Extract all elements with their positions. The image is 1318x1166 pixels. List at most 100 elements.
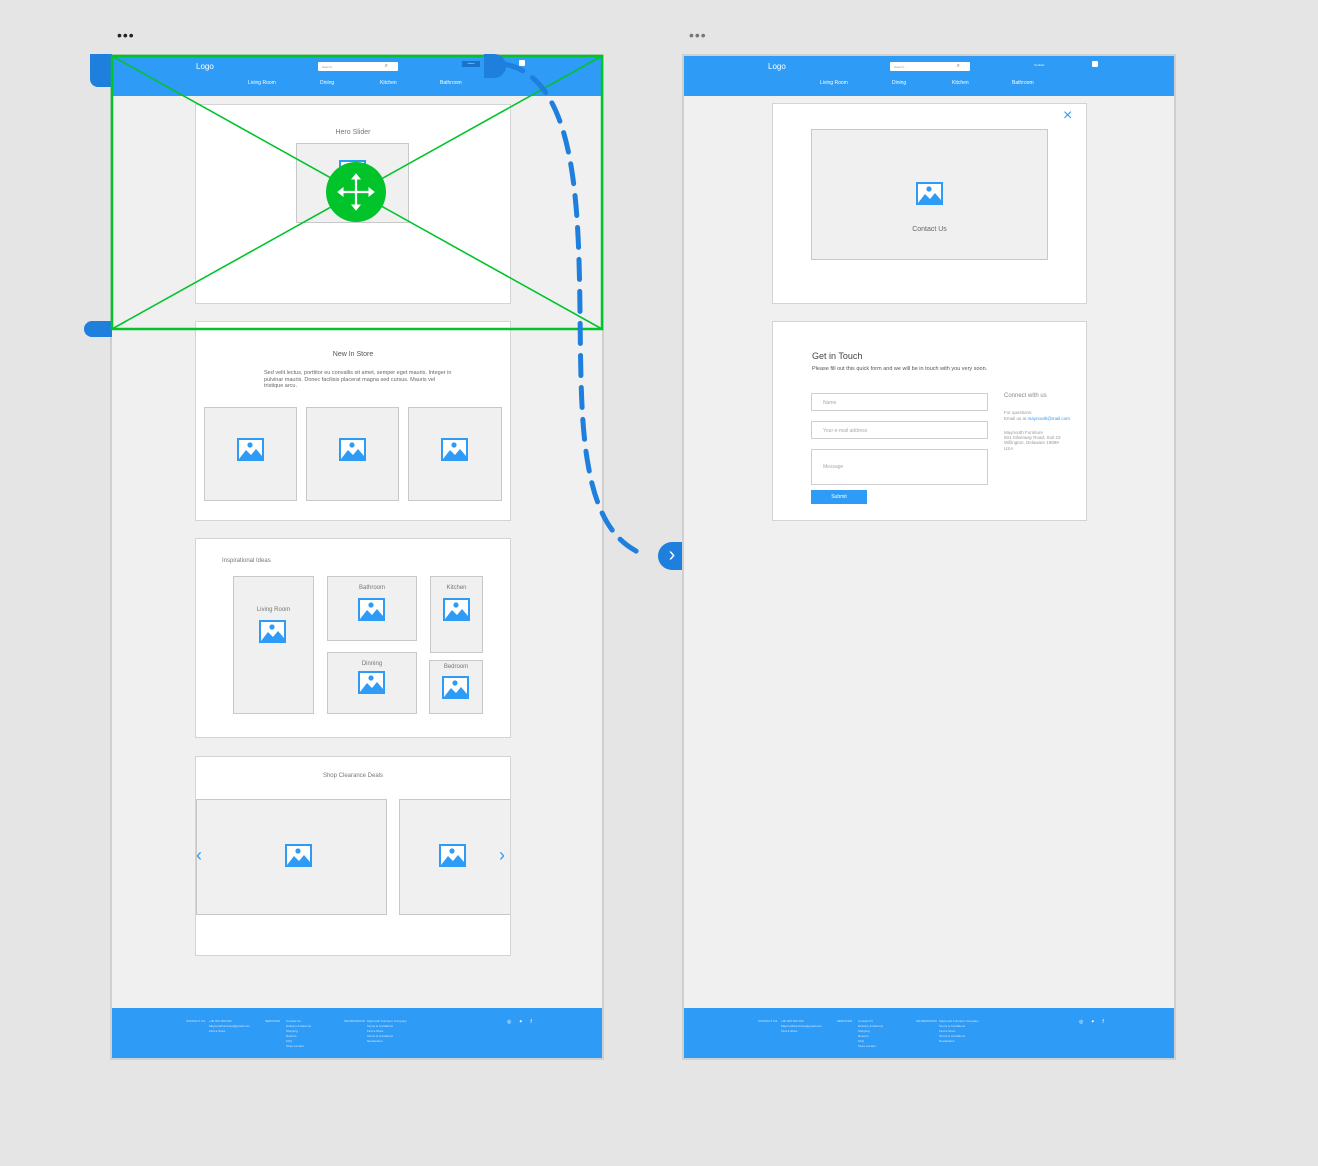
search-input[interactable]: Search... ⌕	[890, 62, 970, 71]
product-card[interactable]	[408, 407, 502, 501]
logo[interactable]: Logo	[196, 62, 214, 71]
contact-artboard[interactable]: Logo Search... ⌕ Contact Living Room Din…	[682, 54, 1176, 1060]
get-in-touch-section: Get in Touch Please fill out this quick …	[772, 321, 1087, 521]
tile-kitchen[interactable]: Kitchen	[430, 576, 483, 653]
email-prefix: Email us at	[1004, 416, 1028, 421]
image-icon	[443, 598, 470, 621]
footer-col2-title: SERVICES	[265, 1019, 281, 1023]
footer-col1-title: CONTACT US	[758, 1019, 778, 1023]
company-address: Maynooth Furniture 501 Silverway Road, S…	[1004, 430, 1061, 451]
search-input[interactable]: Search... ⌕	[318, 62, 398, 71]
search-icon[interactable]: ⌕	[384, 63, 388, 69]
nav-bathroom[interactable]: Bathroom	[1012, 80, 1034, 86]
tile-label: Bathroom	[358, 585, 385, 591]
new-in-store-title: New In Store	[332, 351, 374, 358]
frame-handle-tab[interactable]	[84, 321, 112, 337]
image-icon	[237, 438, 264, 461]
nav-dining[interactable]: Dining	[892, 80, 907, 86]
nav-bathroom[interactable]: Bathroom	[440, 80, 462, 86]
new-in-store-text: Sed velit lectus, porttitor eu convallis…	[264, 370, 452, 389]
image-icon	[339, 438, 366, 461]
name-field[interactable]: Name	[811, 393, 988, 411]
product-card[interactable]	[306, 407, 399, 501]
contact-modal: × Contact Us	[772, 103, 1087, 304]
social-icons[interactable]: ◎ ✦ f	[1079, 1019, 1107, 1025]
email-link[interactable]: maynooth@mail.com	[1027, 416, 1070, 421]
image-icon	[442, 676, 469, 699]
image-icon	[916, 182, 943, 205]
questions-label: For questions:	[1004, 410, 1033, 415]
new-in-store-section: New In Store Sed velit lectus, porttitor…	[195, 321, 511, 521]
site-footer: CONTACT US +00 000 000 000 Maynoothfurni…	[684, 1008, 1174, 1058]
inspirational-ideas-section: Inspirational Ideas Living Room Bathroom…	[195, 538, 511, 738]
deal-card[interactable]	[399, 799, 510, 915]
tile-bedroom[interactable]: Bedroom	[429, 660, 483, 714]
contact-button[interactable]: Contact	[462, 61, 480, 67]
tile-dinning[interactable]: Dinning	[327, 652, 417, 714]
footer-col1-title: CONTACT US	[186, 1019, 206, 1023]
social-icons[interactable]: ◎ ✦ f	[507, 1019, 535, 1025]
image-icon	[358, 598, 385, 621]
artboard-menu-dots[interactable]: •••	[117, 27, 135, 43]
chevron-left-icon[interactable]: ‹	[196, 845, 202, 865]
site-header: Logo Search... ⌕ Contact Living Room Din…	[112, 56, 602, 96]
product-card[interactable]	[204, 407, 297, 501]
image-icon	[259, 620, 286, 643]
close-icon[interactable]: ×	[1063, 107, 1073, 124]
footer-col2-links[interactable]: Contact Us Delivery & Returns Shipping R…	[286, 1019, 312, 1048]
nav-dining[interactable]: Dining	[320, 80, 335, 86]
footer-col1-links[interactable]: +00 000 000 000 Maynoothfurniture@gmail.…	[209, 1019, 250, 1033]
tile-label: Bedroom	[443, 664, 469, 670]
nav-kitchen[interactable]: Kitchen	[952, 80, 969, 86]
tile-label: Living Room	[256, 607, 291, 613]
message-field[interactable]: Message	[811, 449, 988, 485]
clearance-deals-section: Shop Clearance Deals ‹ ›	[195, 756, 511, 956]
footer-col3-title: INFORMATION	[916, 1019, 937, 1023]
logo[interactable]: Logo	[768, 62, 786, 71]
clearance-title: Shop Clearance Deals	[322, 773, 384, 779]
move-icon	[337, 173, 375, 211]
search-icon[interactable]: ⌕	[956, 63, 960, 69]
image-icon	[439, 844, 466, 867]
artboard-menu-dots[interactable]: •••	[689, 27, 707, 43]
move-handle[interactable]	[326, 162, 386, 222]
image-icon	[285, 844, 312, 867]
contact-image-placeholder: Contact Us	[811, 129, 1048, 260]
submit-button[interactable]: Submit	[811, 490, 867, 504]
search-placeholder: Search...	[322, 65, 335, 69]
nav-living-room[interactable]: Living Room	[820, 80, 848, 86]
site-header: Logo Search... ⌕ Contact Living Room Din…	[684, 56, 1174, 96]
email-line: Email us at maynooth@mail.com	[1004, 416, 1070, 421]
tile-bathroom[interactable]: Bathroom	[327, 576, 417, 641]
deal-card[interactable]	[196, 799, 387, 915]
footer-col2-title: SERVICES	[837, 1019, 853, 1023]
form-subtitle: Please fill out this quick form and we w…	[812, 366, 988, 372]
image-icon	[441, 438, 468, 461]
tile-living-room[interactable]: Living Room	[233, 576, 314, 714]
form-title: Get in Touch	[812, 351, 863, 361]
footer-col1-links[interactable]: +00 000 000 000 Maynoothfurniture@gmail.…	[781, 1019, 822, 1033]
tile-label: Kitchen	[446, 585, 467, 591]
footer-col3-title: INFORMATION	[344, 1019, 365, 1023]
connect-title: Connect with us	[1004, 393, 1047, 399]
footer-col2-links[interactable]: Contact Us Delivery & Returns Shipping R…	[858, 1019, 884, 1048]
footer-col3-links[interactable]: Maynooth Furniture Company Terms & Condi…	[939, 1019, 979, 1043]
frame-handle-tab[interactable]	[90, 54, 112, 87]
hero-title: Hero Slider	[335, 129, 371, 136]
contact-image-caption: Contact Us	[912, 226, 947, 233]
cart-icon[interactable]	[519, 60, 525, 66]
search-placeholder: Search...	[894, 65, 907, 69]
chevron-right-icon[interactable]: ›	[499, 845, 505, 865]
image-icon	[358, 671, 385, 694]
nav-kitchen[interactable]: Kitchen	[380, 80, 397, 86]
contact-link[interactable]: Contact	[1034, 63, 1045, 67]
footer-col3-links[interactable]: Maynooth Furniture Company Terms & Condi…	[367, 1019, 407, 1043]
prototype-link-connector[interactable]	[470, 44, 686, 574]
tile-label: Dinning	[361, 661, 383, 667]
email-field[interactable]: Your e-mail address	[811, 421, 988, 439]
link-target-arrow-icon[interactable]: ›	[658, 542, 686, 570]
nav-living-room[interactable]: Living Room	[248, 80, 276, 86]
site-footer: CONTACT US +00 000 000 000 Maynoothfurni…	[112, 1008, 602, 1058]
inspirational-ideas-title: Inspirational Ideas	[222, 558, 271, 564]
cart-icon[interactable]	[1092, 61, 1098, 67]
